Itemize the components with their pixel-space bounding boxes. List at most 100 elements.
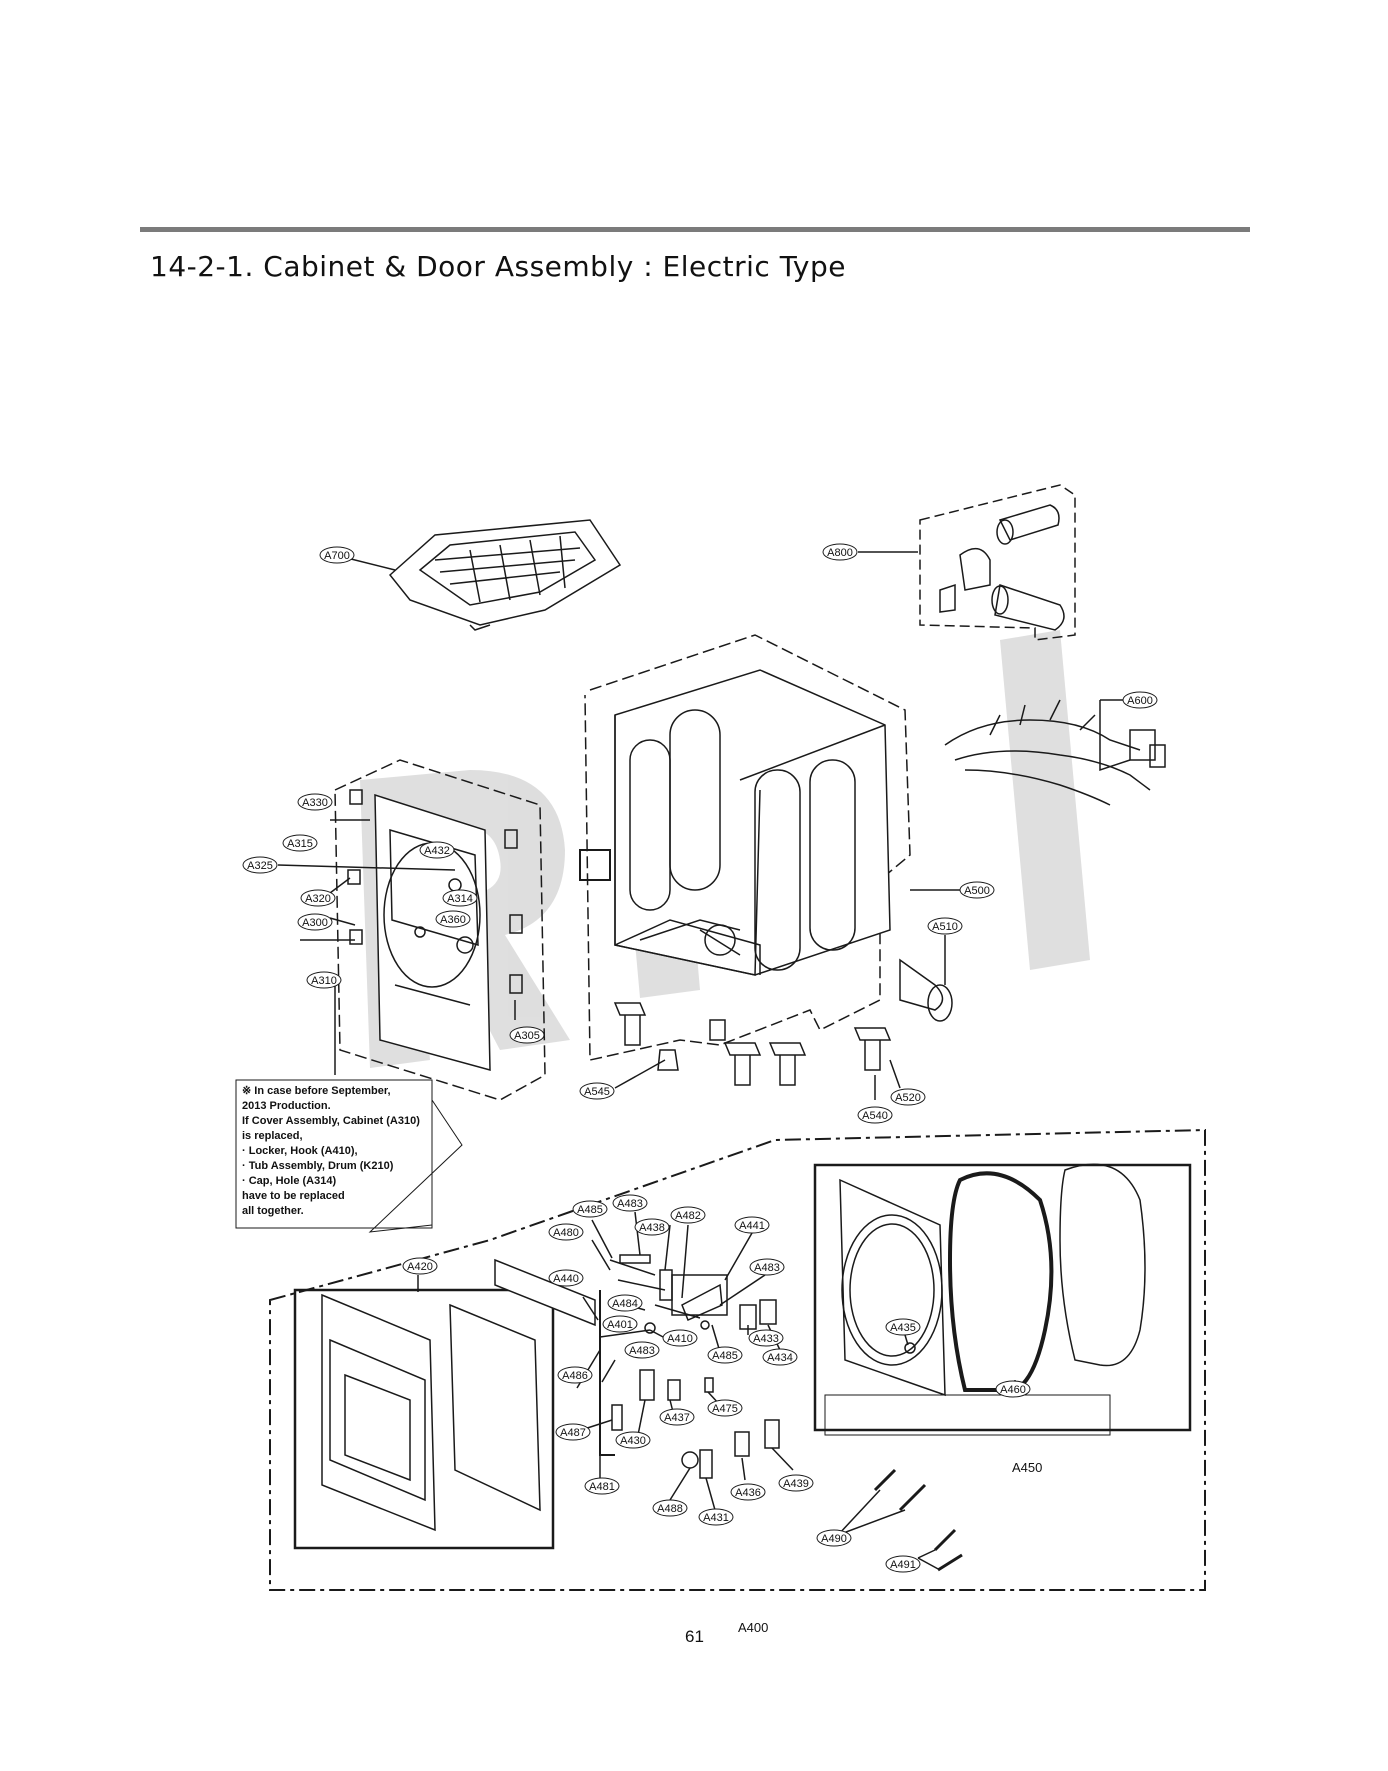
- exhaust-duct-part: [899, 958, 953, 1022]
- svg-text:A431: A431: [703, 1512, 729, 1524]
- svg-text:A482: A482: [675, 1210, 701, 1222]
- svg-text:A475: A475: [712, 1403, 738, 1415]
- callout-a305: A305: [509, 1026, 545, 1044]
- callout-a315: A315: [282, 834, 318, 852]
- callout-a438: A438: [634, 1218, 670, 1236]
- svg-text:A433: A433: [753, 1333, 779, 1345]
- duct-kit-part: [919, 484, 1076, 641]
- callout-a490: A490: [816, 1529, 852, 1547]
- leader-line: [889, 1059, 901, 1089]
- svg-text:A436: A436: [735, 1487, 761, 1499]
- svg-text:A330: A330: [302, 797, 328, 809]
- svg-text:A483: A483: [629, 1345, 655, 1357]
- leader-line: [837, 1509, 906, 1536]
- svg-text:A430: A430: [620, 1435, 646, 1447]
- callout-a481: A481: [584, 1477, 620, 1495]
- wire-harness-part: [944, 699, 1166, 806]
- svg-text:A540: A540: [862, 1110, 888, 1122]
- callout-a440: A440: [548, 1269, 584, 1287]
- door-frame-part: [321, 1258, 596, 1532]
- svg-text:A500: A500: [964, 885, 990, 897]
- callout-a488: A488: [652, 1499, 688, 1517]
- svg-text:A485: A485: [712, 1350, 738, 1362]
- leader-line: [614, 1059, 666, 1089]
- svg-text:A520: A520: [895, 1092, 921, 1104]
- callout-a520: A520: [890, 1088, 926, 1106]
- svg-text:A300: A300: [302, 917, 328, 929]
- leader-line: [837, 1489, 881, 1536]
- callout-a431: A431: [698, 1508, 734, 1526]
- note-line: is replaced,: [242, 1130, 303, 1142]
- leveling-feet: [613, 1002, 892, 1086]
- callout-a500: A500: [959, 881, 995, 899]
- svg-text:A440: A440: [553, 1273, 579, 1285]
- svg-text:A432: A432: [424, 845, 450, 857]
- callout-a700: A700: [319, 546, 355, 564]
- callout-a487: A487: [555, 1423, 591, 1441]
- svg-text:A600: A600: [1127, 695, 1153, 707]
- svg-text:A483: A483: [617, 1198, 643, 1210]
- callout-a300: A300: [297, 913, 333, 931]
- note-line: have to be replaced: [242, 1190, 345, 1202]
- callout-a486: A486: [557, 1366, 593, 1384]
- callout-a314: A314: [442, 889, 478, 907]
- callout-a475: A475: [707, 1399, 743, 1417]
- note-line: all together.: [242, 1205, 304, 1217]
- callout-a310: A310: [306, 971, 342, 989]
- label-a450: A450: [1012, 1460, 1043, 1475]
- door-assembly-boundary: [269, 1128, 1206, 1591]
- callout-a484: A484: [607, 1294, 643, 1312]
- svg-text:A481: A481: [589, 1481, 615, 1493]
- svg-text:A420: A420: [407, 1261, 433, 1273]
- cabinet-part: [584, 634, 911, 1061]
- callout-a410: A410: [662, 1329, 698, 1347]
- callout-a460: A460: [995, 1380, 1031, 1398]
- svg-text:A485: A485: [577, 1204, 603, 1216]
- note-line: If Cover Assembly, Cabinet (A310): [242, 1115, 420, 1127]
- svg-text:A545: A545: [584, 1086, 610, 1098]
- svg-text:A487: A487: [560, 1427, 586, 1439]
- callout-a439: A439: [778, 1474, 814, 1492]
- svg-text:A484: A484: [612, 1298, 638, 1310]
- inner-door-box: [813, 1163, 1192, 1432]
- callout-a483-right: A483: [749, 1258, 785, 1276]
- door-frame-box: [293, 1288, 555, 1550]
- callout-a437: A437: [659, 1408, 695, 1426]
- svg-text:A439: A439: [783, 1478, 809, 1490]
- callout-a491: A491: [885, 1555, 921, 1573]
- callout-a540: A540: [857, 1106, 893, 1124]
- svg-text:A410: A410: [667, 1333, 693, 1345]
- leader-line: [904, 1334, 909, 1346]
- svg-text:A441: A441: [739, 1220, 765, 1232]
- callout-a483-mid: A483: [624, 1341, 660, 1359]
- svg-text:A434: A434: [767, 1352, 793, 1364]
- front-panel-leaders: [277, 819, 516, 1075]
- svg-text:A460: A460: [1000, 1384, 1026, 1396]
- svg-text:A486: A486: [562, 1370, 588, 1382]
- callout-a482: A482: [670, 1206, 706, 1224]
- top-plate-part: [388, 519, 622, 631]
- note-box: [235, 1079, 433, 1229]
- callout-a430: A430: [615, 1431, 651, 1449]
- svg-text:A435: A435: [890, 1322, 916, 1334]
- callout-a434: A434: [762, 1348, 798, 1366]
- svg-text:A438: A438: [639, 1222, 665, 1234]
- svg-text:A325: A325: [247, 860, 273, 872]
- svg-text:A401: A401: [607, 1319, 633, 1331]
- label-a400: A400: [738, 1620, 769, 1635]
- callout-a800: A800: [822, 543, 858, 561]
- svg-text:A510: A510: [932, 921, 958, 933]
- svg-text:A480: A480: [553, 1227, 579, 1239]
- callout-a435: A435: [885, 1318, 921, 1336]
- page-number: 61: [685, 1627, 704, 1646]
- callout-a510: A510: [927, 917, 963, 935]
- callout-a320: A320: [300, 889, 336, 907]
- svg-text:A305: A305: [514, 1030, 540, 1042]
- svg-text:A310: A310: [311, 975, 337, 987]
- svg-text:A800: A800: [827, 547, 853, 559]
- svg-text:A488: A488: [657, 1503, 683, 1515]
- inner-door-parts: [839, 1163, 1146, 1397]
- svg-text:A360: A360: [440, 914, 466, 926]
- title-rule: [140, 227, 1250, 232]
